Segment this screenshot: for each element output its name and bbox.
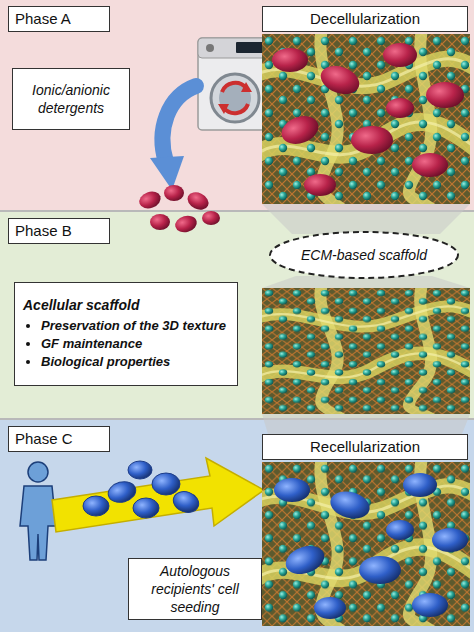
tissue-image-decellularization [257,29,474,209]
tissue-image-recellularization-part [432,528,468,552]
red-cells-part [164,185,184,201]
tissue-image-recellularization-part [314,597,346,619]
phase-label: Phase C [8,426,110,452]
phase-label: Phase B [8,218,110,244]
washing-machine-part [218,104,229,114]
tissue-image-decellularization-part [426,82,464,108]
tissue-image-recellularization-part [359,556,401,584]
tissue-image-decellularization-part [412,153,448,177]
red-cells-part [202,211,220,225]
node-label: Decellularization [310,10,420,28]
seeding-box: Autologous recipients' cell seeding [128,558,262,620]
tissue-image-recellularization-part [412,593,448,617]
seeding-arrow-part [128,461,152,479]
ellipse-outline [270,232,458,278]
bullet-list: Preservation of the 3D textureGF mainten… [23,317,226,371]
reagent-box: Ionic/anionic detergents [12,68,130,130]
seeding-arrow-part [133,498,159,518]
tissue-image-recellularization-part [282,541,328,579]
step-title-box: Decellularization [262,6,468,32]
bullet-item: GF maintenance [41,335,226,353]
tissue-image-decellularization-part [272,48,308,72]
washing-machine-part [236,42,266,53]
node-label: Recellularization [310,438,420,456]
person-icon-part [28,462,48,482]
phase-label: Phase A [8,6,110,32]
scaffold-ellipse: ECM-based scaffold [268,230,460,280]
washing-machine-part [219,82,251,114]
bullet-item: Biological properties [41,353,226,371]
tissue-image-decellularization-part [386,98,414,118]
bullet-item: Preservation of the 3D texture [41,317,226,335]
red-cells-part [150,214,170,230]
node-label: ECM-based scaffold [301,247,427,263]
washing-machine-part [198,38,272,130]
washing-machine-part [211,74,259,122]
seeding-arrow-part [152,473,180,495]
washing-machine-part [198,38,272,58]
tissue-image-recellularization-part [274,478,310,502]
tissue-image-recellularization-part [403,473,437,497]
tissue-image-scaffold [257,284,474,417]
tissue-image-decellularization-part [317,61,363,99]
tissue-image-decellularization-part [304,174,336,196]
property-box: Acellular scaffoldPreservation of the 3D… [14,282,238,386]
tissue-image-recellularization-part [327,487,372,522]
tissue-image-recellularization-part [257,457,474,631]
tissue-image-decellularization-part [351,126,393,154]
tissue-image-recellularization [257,457,474,631]
node-label: Ionic/anionic detergents [13,81,129,117]
tissue-image-decellularization-part [278,111,323,148]
seeding-arrow-part [83,496,109,516]
box-heading: Acellular scaffold [23,297,139,313]
zoom-funnel-part [262,414,470,434]
washing-machine [198,38,272,130]
step-title-box: Recellularization [262,434,468,460]
tissue-image-decellularization-part [383,43,417,67]
washing-machine-part [206,44,214,52]
washing-machine-part [241,82,252,92]
node-label: Autologous recipients' cell seeding [129,562,261,616]
tissue-image-decellularization-part [257,29,474,209]
zoom-funnel-part [262,204,470,234]
tissue-image-scaffold-part [257,284,474,417]
tissue-image-recellularization-part [386,520,414,540]
